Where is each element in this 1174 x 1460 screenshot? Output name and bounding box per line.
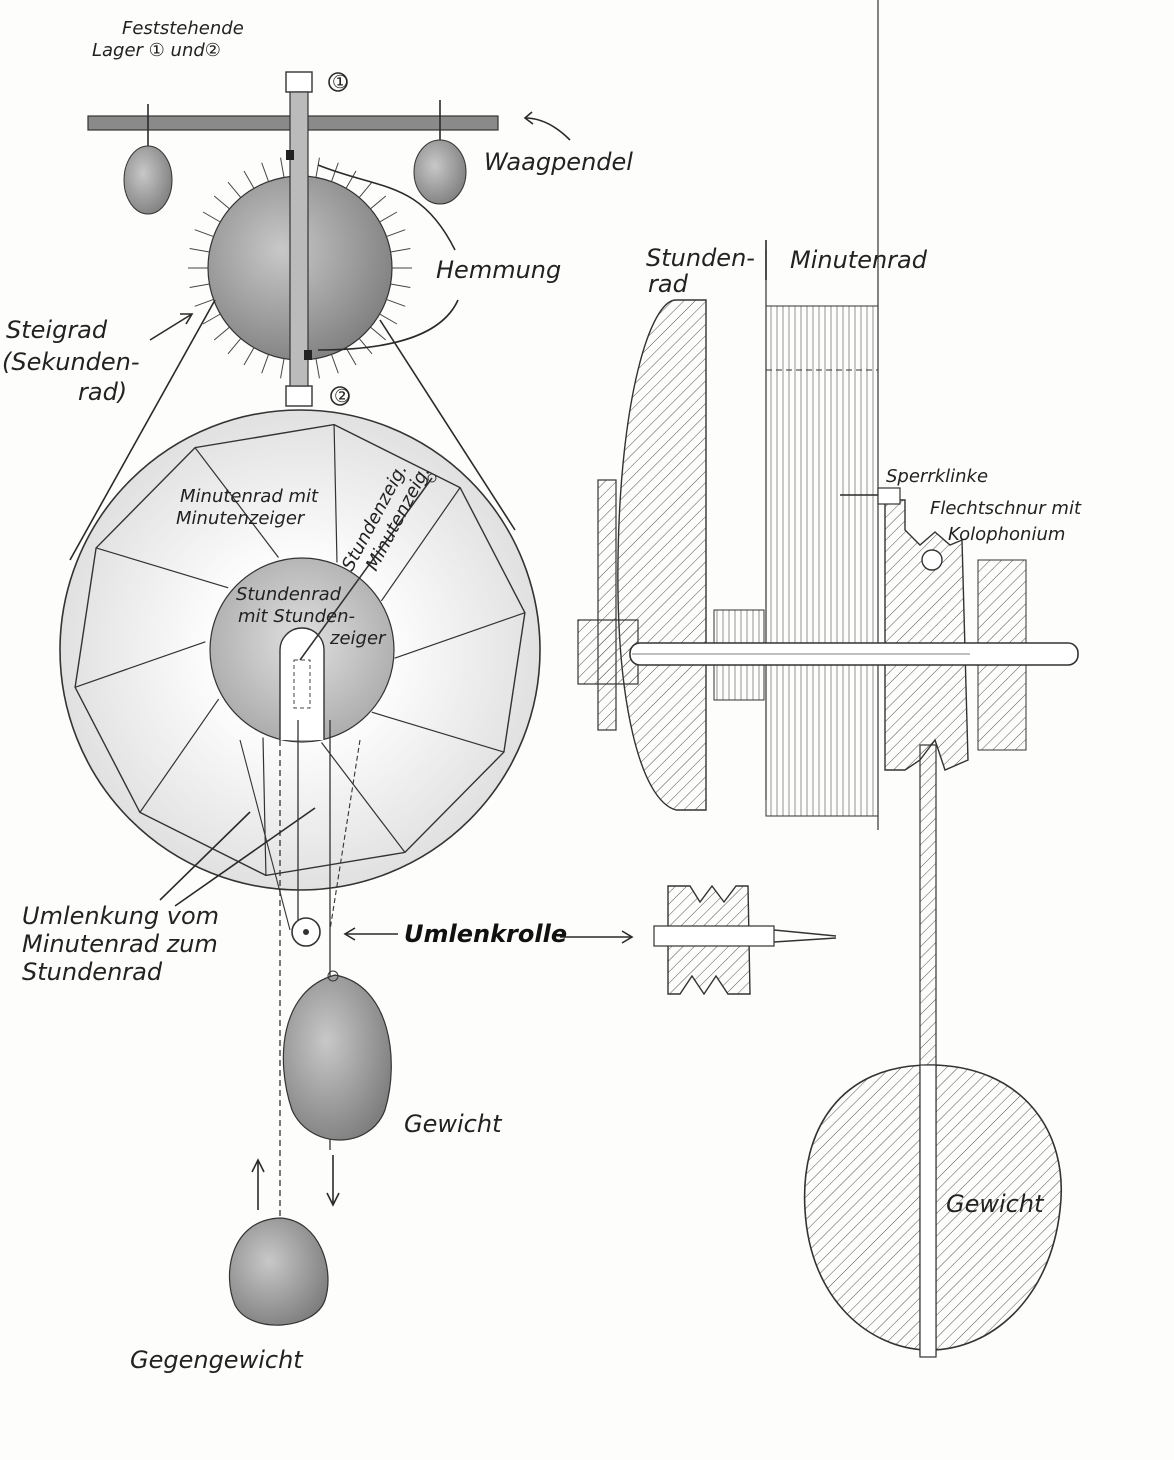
escape-wheel-tooth: [386, 229, 406, 238]
label-steigrad-1: Steigrad: [6, 316, 108, 344]
label-minutenrad-zeiger-2: Minutenzeiger: [176, 508, 306, 529]
label-bearings-2: Lager ① und②: [92, 40, 221, 61]
escape-wheel-tooth: [390, 283, 411, 288]
sperrklinke: [877, 487, 901, 505]
pendulum-weight-right: [413, 139, 467, 205]
escape-wheel-tooth: [213, 195, 230, 210]
weight-left: [282, 974, 392, 1141]
verge-shaft: [289, 91, 309, 387]
escape-wheel-tooth: [379, 211, 398, 223]
label-gegengewicht: Gegengewicht: [130, 1346, 304, 1374]
wheel-spoke: [394, 612, 526, 659]
escape-wheel-tooth: [330, 354, 339, 374]
label-umlenkung-3: Stundenrad: [22, 958, 163, 986]
escape-wheel-tooth: [194, 298, 214, 307]
label-waagpendel: Waagpendel: [484, 148, 633, 176]
label-hemmung: Hemmung: [436, 256, 561, 284]
wheel-spoke: [321, 742, 406, 853]
label-stundenrad-zeiger-3: zeiger: [329, 628, 387, 649]
label-flechtschnur-1: Flechtschnur mit: [930, 498, 1082, 519]
wheel-spoke: [139, 698, 220, 813]
label-minutenrad: Minutenrad: [790, 246, 928, 274]
minutenrad-section: [765, 305, 879, 817]
label-bearings-1: Feststehende: [122, 18, 244, 39]
escape-wheel-tooth: [370, 195, 387, 210]
label-steigrad-2: (Sekunden-: [2, 348, 140, 376]
label-stundenrad-zeiger-2: mit Stunden-: [238, 606, 355, 627]
label-minutenrad-zeiger-1: Minutenrad mit: [180, 486, 319, 507]
label-bearing-1: ①: [332, 72, 348, 93]
wheel-spoke: [380, 487, 461, 602]
escape-wheel-tooth: [390, 248, 411, 253]
escape-wheel-tooth: [280, 358, 285, 379]
wheel-spoke: [371, 711, 505, 753]
wheel-spoke: [194, 447, 279, 558]
bearing-2: [285, 385, 313, 407]
label-gewicht-left: Gewicht: [404, 1110, 503, 1138]
label-umlenkung-2: Minutenrad zum: [22, 930, 218, 958]
label-stundenrad-1: Stunden-: [646, 244, 755, 272]
wheel-spoke: [262, 737, 267, 876]
umlenkrolle-detail: [653, 884, 837, 996]
label-stundenrad-zeiger-1: Stundenrad: [236, 584, 342, 605]
escape-wheel-tooth: [189, 248, 210, 253]
label-bearing-2: ②: [334, 386, 350, 407]
wheel-spoke: [74, 641, 206, 688]
escape-wheel-tooth: [379, 313, 398, 325]
escape-wheel-tooth: [243, 347, 255, 366]
hand-pointer: [299, 477, 433, 661]
escape-wheel-tooth: [280, 157, 285, 178]
escape-wheel-tooth: [227, 181, 242, 198]
escape-wheel-tooth: [227, 338, 242, 355]
escape-wheel-tooth: [345, 170, 357, 189]
label-stundenrad-2: rad: [648, 270, 689, 298]
escape-wheel-tooth: [358, 181, 373, 198]
escape-wheel-tooth: [315, 358, 320, 379]
escape-wheel-tooth: [358, 338, 373, 355]
escape-wheel-tooth: [261, 354, 270, 374]
pendulum-weight-left: [123, 145, 173, 215]
label-steigrad-3: rad): [78, 378, 127, 406]
escape-wheel-tooth: [345, 347, 357, 366]
bearing-1: [285, 71, 313, 93]
counterweight: [228, 1217, 329, 1326]
label-umlenkung-1: Umlenkung vom: [22, 902, 219, 930]
escape-wheel-tooth: [386, 298, 406, 307]
label-sperrklinke: Sperrklinke: [886, 466, 988, 487]
waagpendel-bar: [87, 100, 499, 215]
escape-wheel-tooth: [330, 162, 339, 182]
label-umlenkrolle: Umlenkrolle: [404, 920, 567, 948]
escape-wheel-tooth: [202, 313, 221, 325]
escape-wheel-tooth: [370, 326, 387, 341]
escape-wheel-tooth: [189, 283, 210, 288]
escape-wheel-tooth: [243, 170, 255, 189]
escape-wheel-tooth: [202, 211, 221, 223]
escape-wheel-tooth: [213, 326, 230, 341]
escape-wheel-tooth: [194, 229, 214, 238]
escape-wheel-tooth: [315, 157, 320, 178]
stundenrad-section: [617, 299, 707, 811]
wheel-spoke: [95, 547, 229, 589]
label-flechtschnur-2: Kolophonium: [948, 524, 1065, 545]
escape-wheel-tooth: [261, 162, 270, 182]
label-gewicht-right: Gewicht: [946, 1190, 1045, 1218]
wheel-spoke: [333, 424, 338, 563]
